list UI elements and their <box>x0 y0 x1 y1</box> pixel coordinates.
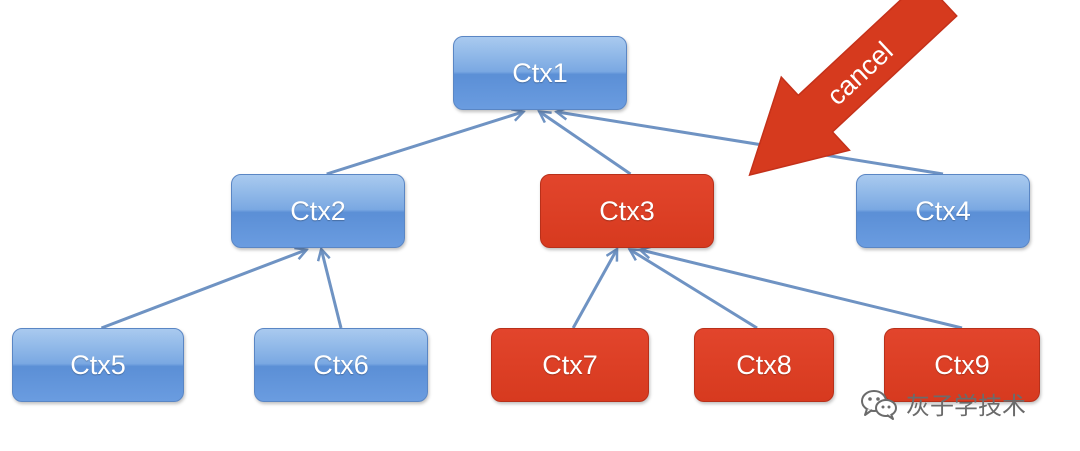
wechat-icon <box>861 389 897 420</box>
edge-ctx3-to-ctx1 <box>540 112 632 176</box>
watermark: 灰子学技术 <box>860 386 1026 421</box>
node-ctx9: Ctx9 <box>884 328 1040 402</box>
edge-ctx5-to-ctx2 <box>100 250 305 330</box>
node-ctx5: Ctx5 <box>12 328 184 402</box>
node-ctx6: Ctx6 <box>254 328 428 402</box>
edge-ctx6-to-ctx2 <box>321 250 343 329</box>
edge-ctx2-to-ctx1 <box>326 112 523 176</box>
watermark-text: 灰子学技术 <box>906 392 1026 420</box>
node-ctx1: Ctx1 <box>453 36 627 110</box>
node-ctx2: Ctx2 <box>231 174 405 248</box>
node-ctx3: Ctx3 <box>540 174 714 248</box>
edge-ctx9-to-ctx3 <box>641 250 963 330</box>
edge-ctx7-to-ctx3 <box>571 250 616 329</box>
node-ctx7: Ctx7 <box>491 328 649 402</box>
node-ctx4: Ctx4 <box>856 174 1030 248</box>
edge-ctx4-to-ctx1 <box>557 112 944 176</box>
edge-ctx8-to-ctx3 <box>630 250 758 330</box>
node-ctx8: Ctx8 <box>694 328 834 402</box>
